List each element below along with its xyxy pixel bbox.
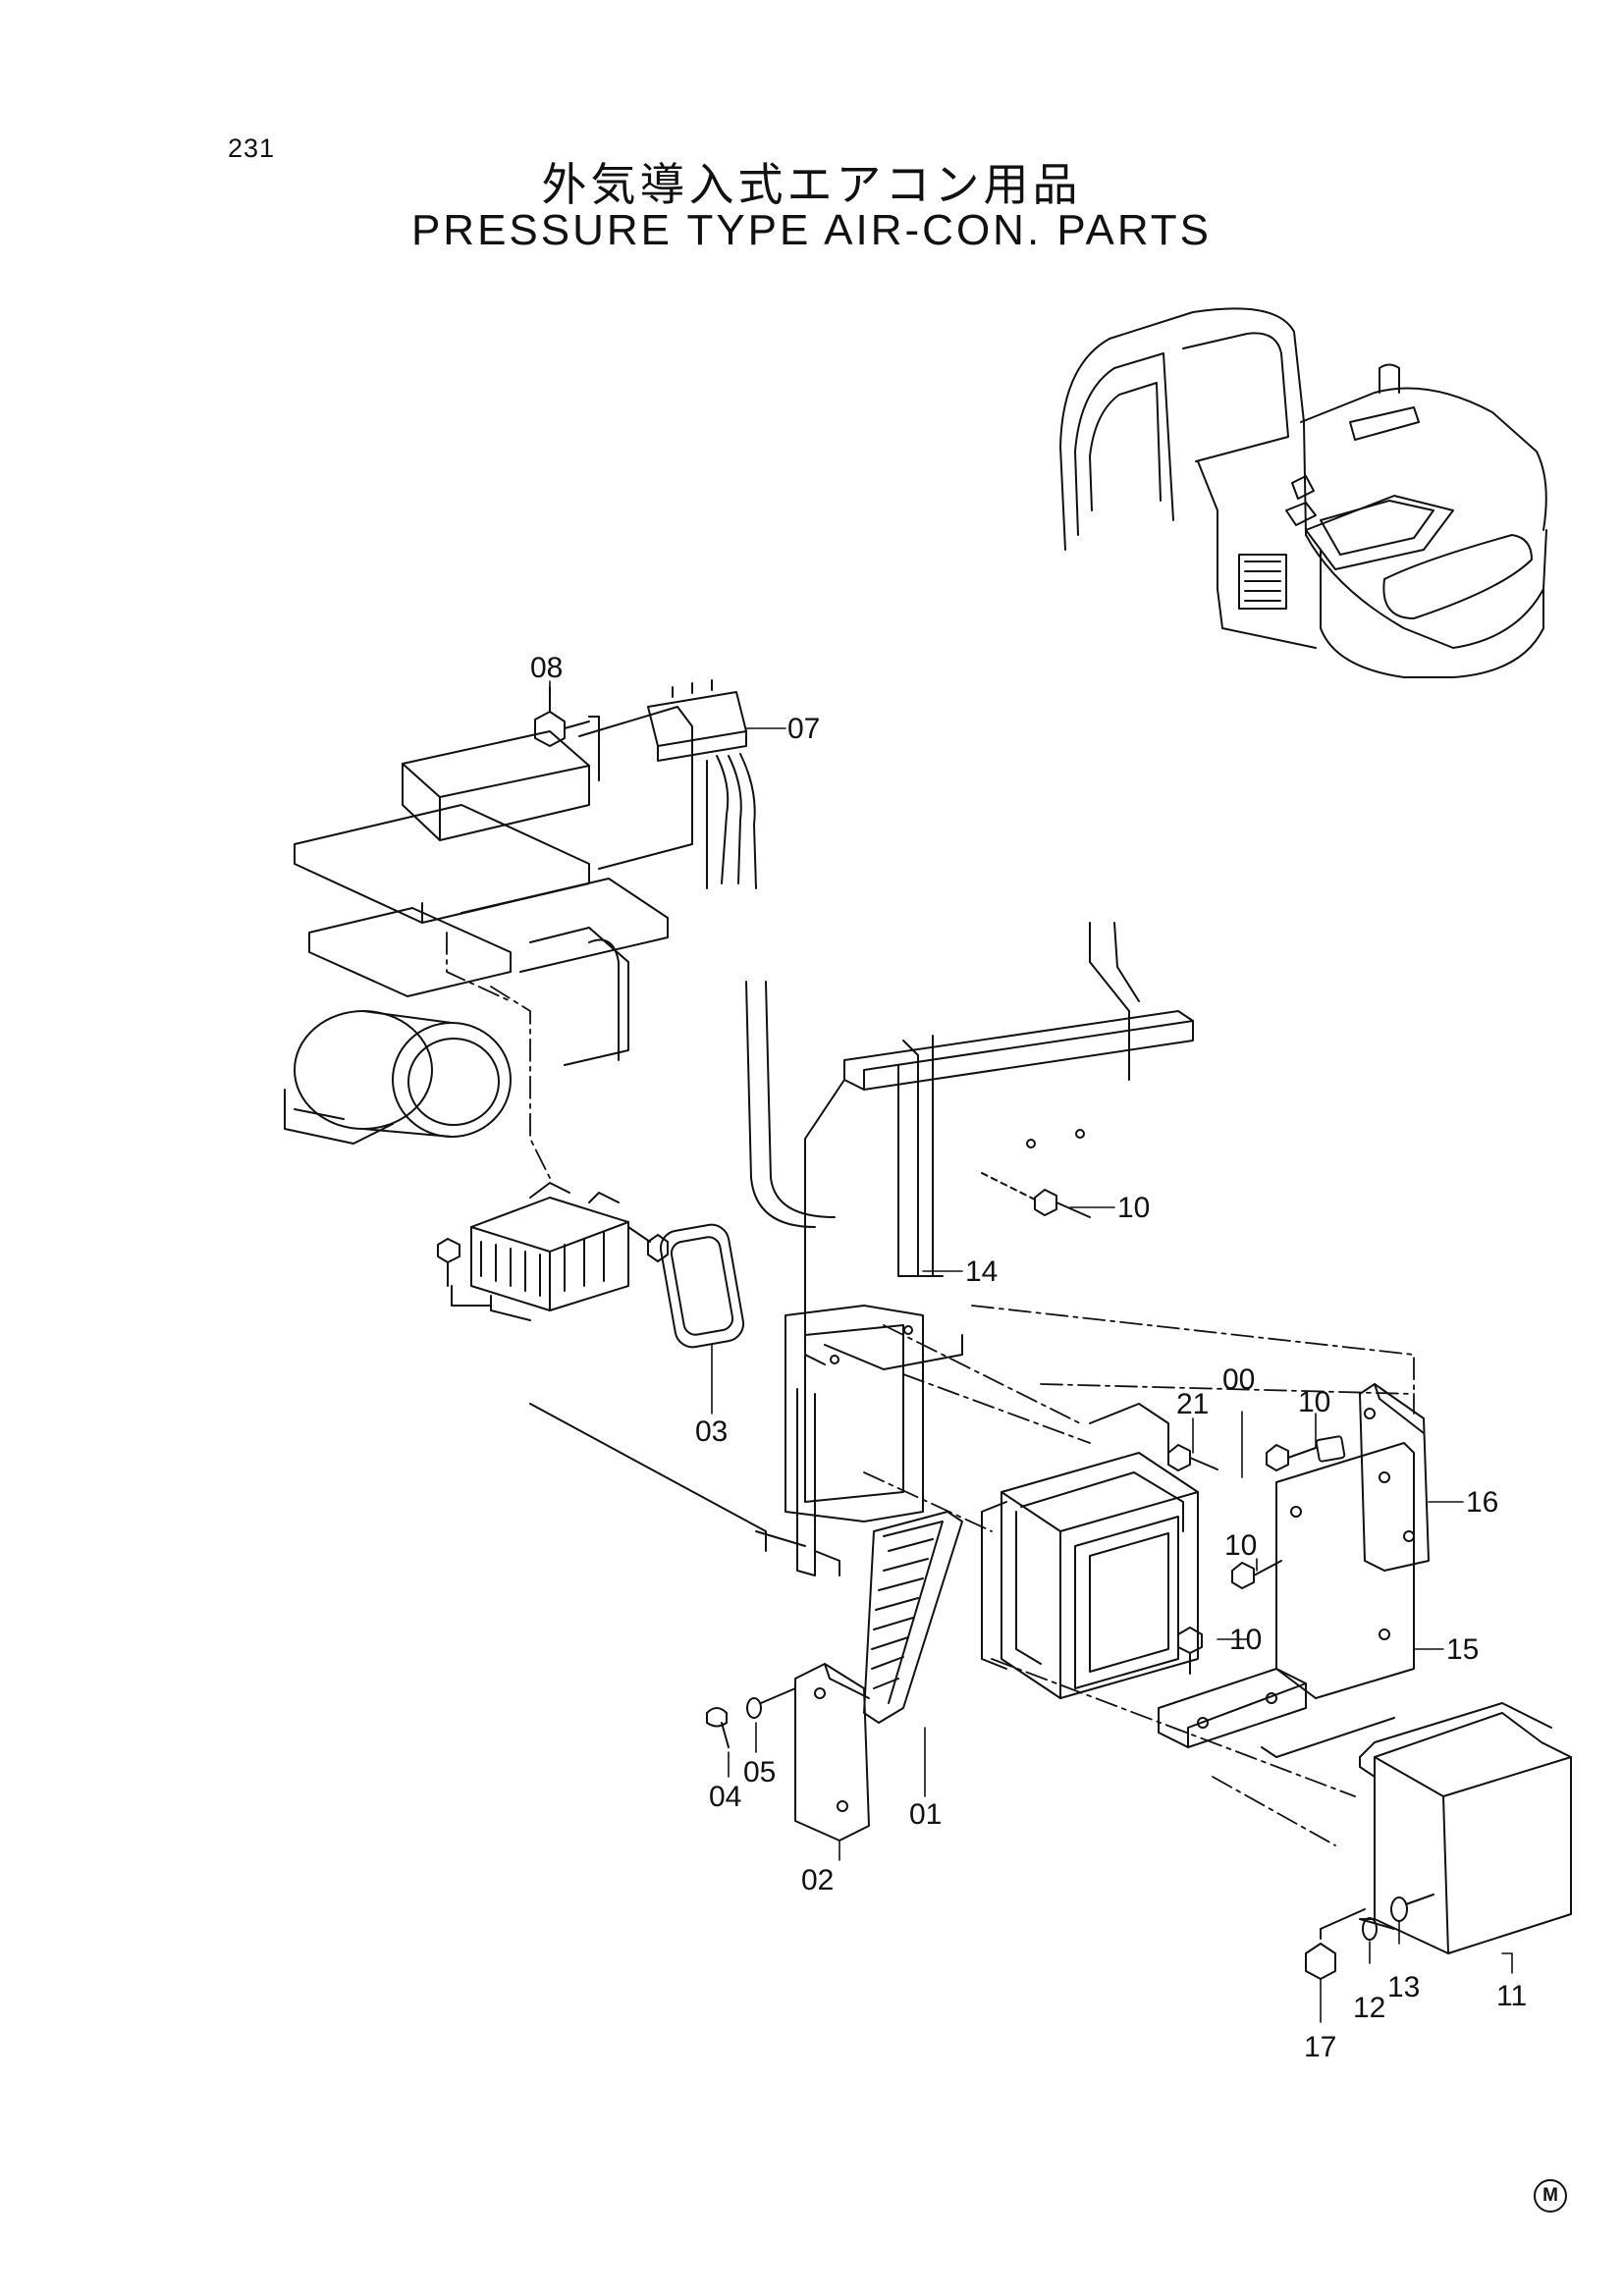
manufacturer-mark: M bbox=[1534, 2179, 1567, 2213]
cab-frame bbox=[529, 922, 1140, 1552]
callout-04: 04 bbox=[709, 1781, 741, 1813]
page-title-english: PRESSURE TYPE AIR-CON. PARTS bbox=[410, 206, 1213, 254]
callout-10-middle: 10 bbox=[1224, 1529, 1257, 1562]
callout-13: 13 bbox=[1387, 1971, 1420, 2003]
callout-21: 21 bbox=[1176, 1388, 1209, 1420]
callout-labels: 08 07 10 14 03 00 21 10 16 10 10 15 01 0… bbox=[530, 652, 1527, 2063]
callout-16: 16 bbox=[1466, 1486, 1498, 1519]
callout-14: 14 bbox=[965, 1255, 998, 1288]
callout-11: 11 bbox=[1496, 1980, 1527, 2012]
callout-03: 03 bbox=[695, 1415, 728, 1448]
wing-knob-04 bbox=[706, 1687, 796, 1748]
page-number: 231 bbox=[228, 133, 276, 163]
mounting-beam-14 bbox=[784, 1010, 1194, 1576]
callout-02: 02 bbox=[801, 1864, 834, 1896]
fasteners bbox=[981, 1172, 1434, 1980]
callout-00: 00 bbox=[1222, 1363, 1255, 1396]
air-intake-duct-00 bbox=[981, 1403, 1199, 1699]
heater-unit bbox=[437, 1182, 669, 1321]
harness-connector bbox=[647, 679, 757, 889]
callout-12: 12 bbox=[1353, 1992, 1385, 2024]
page-title-japanese: 外気導入式エアコン用品 bbox=[541, 158, 1082, 211]
air-filter-01 bbox=[863, 1511, 963, 1724]
callout-10-upper: 10 bbox=[1117, 1192, 1150, 1224]
cover-plate-02 bbox=[794, 1663, 870, 1842]
callout-07: 07 bbox=[787, 713, 820, 745]
controller-and-blower-assembly bbox=[284, 706, 693, 1145]
assembly-guide-lines bbox=[446, 932, 1415, 1846]
excavator-overview-illustration bbox=[1059, 307, 1547, 678]
callout-leaders bbox=[549, 680, 1513, 2023]
callout-08: 08 bbox=[530, 652, 563, 684]
callout-17: 17 bbox=[1304, 2031, 1336, 2063]
callout-10-right: 10 bbox=[1298, 1386, 1330, 1418]
callout-01: 01 bbox=[909, 1798, 942, 1831]
callout-15: 15 bbox=[1446, 1633, 1479, 1666]
gasket-03 bbox=[659, 1223, 745, 1349]
protective-cover-11 bbox=[1359, 1702, 1572, 1954]
side-bracket-16 bbox=[1315, 1383, 1430, 1572]
callout-10-lower: 10 bbox=[1229, 1624, 1262, 1656]
callout-05: 05 bbox=[743, 1756, 776, 1789]
